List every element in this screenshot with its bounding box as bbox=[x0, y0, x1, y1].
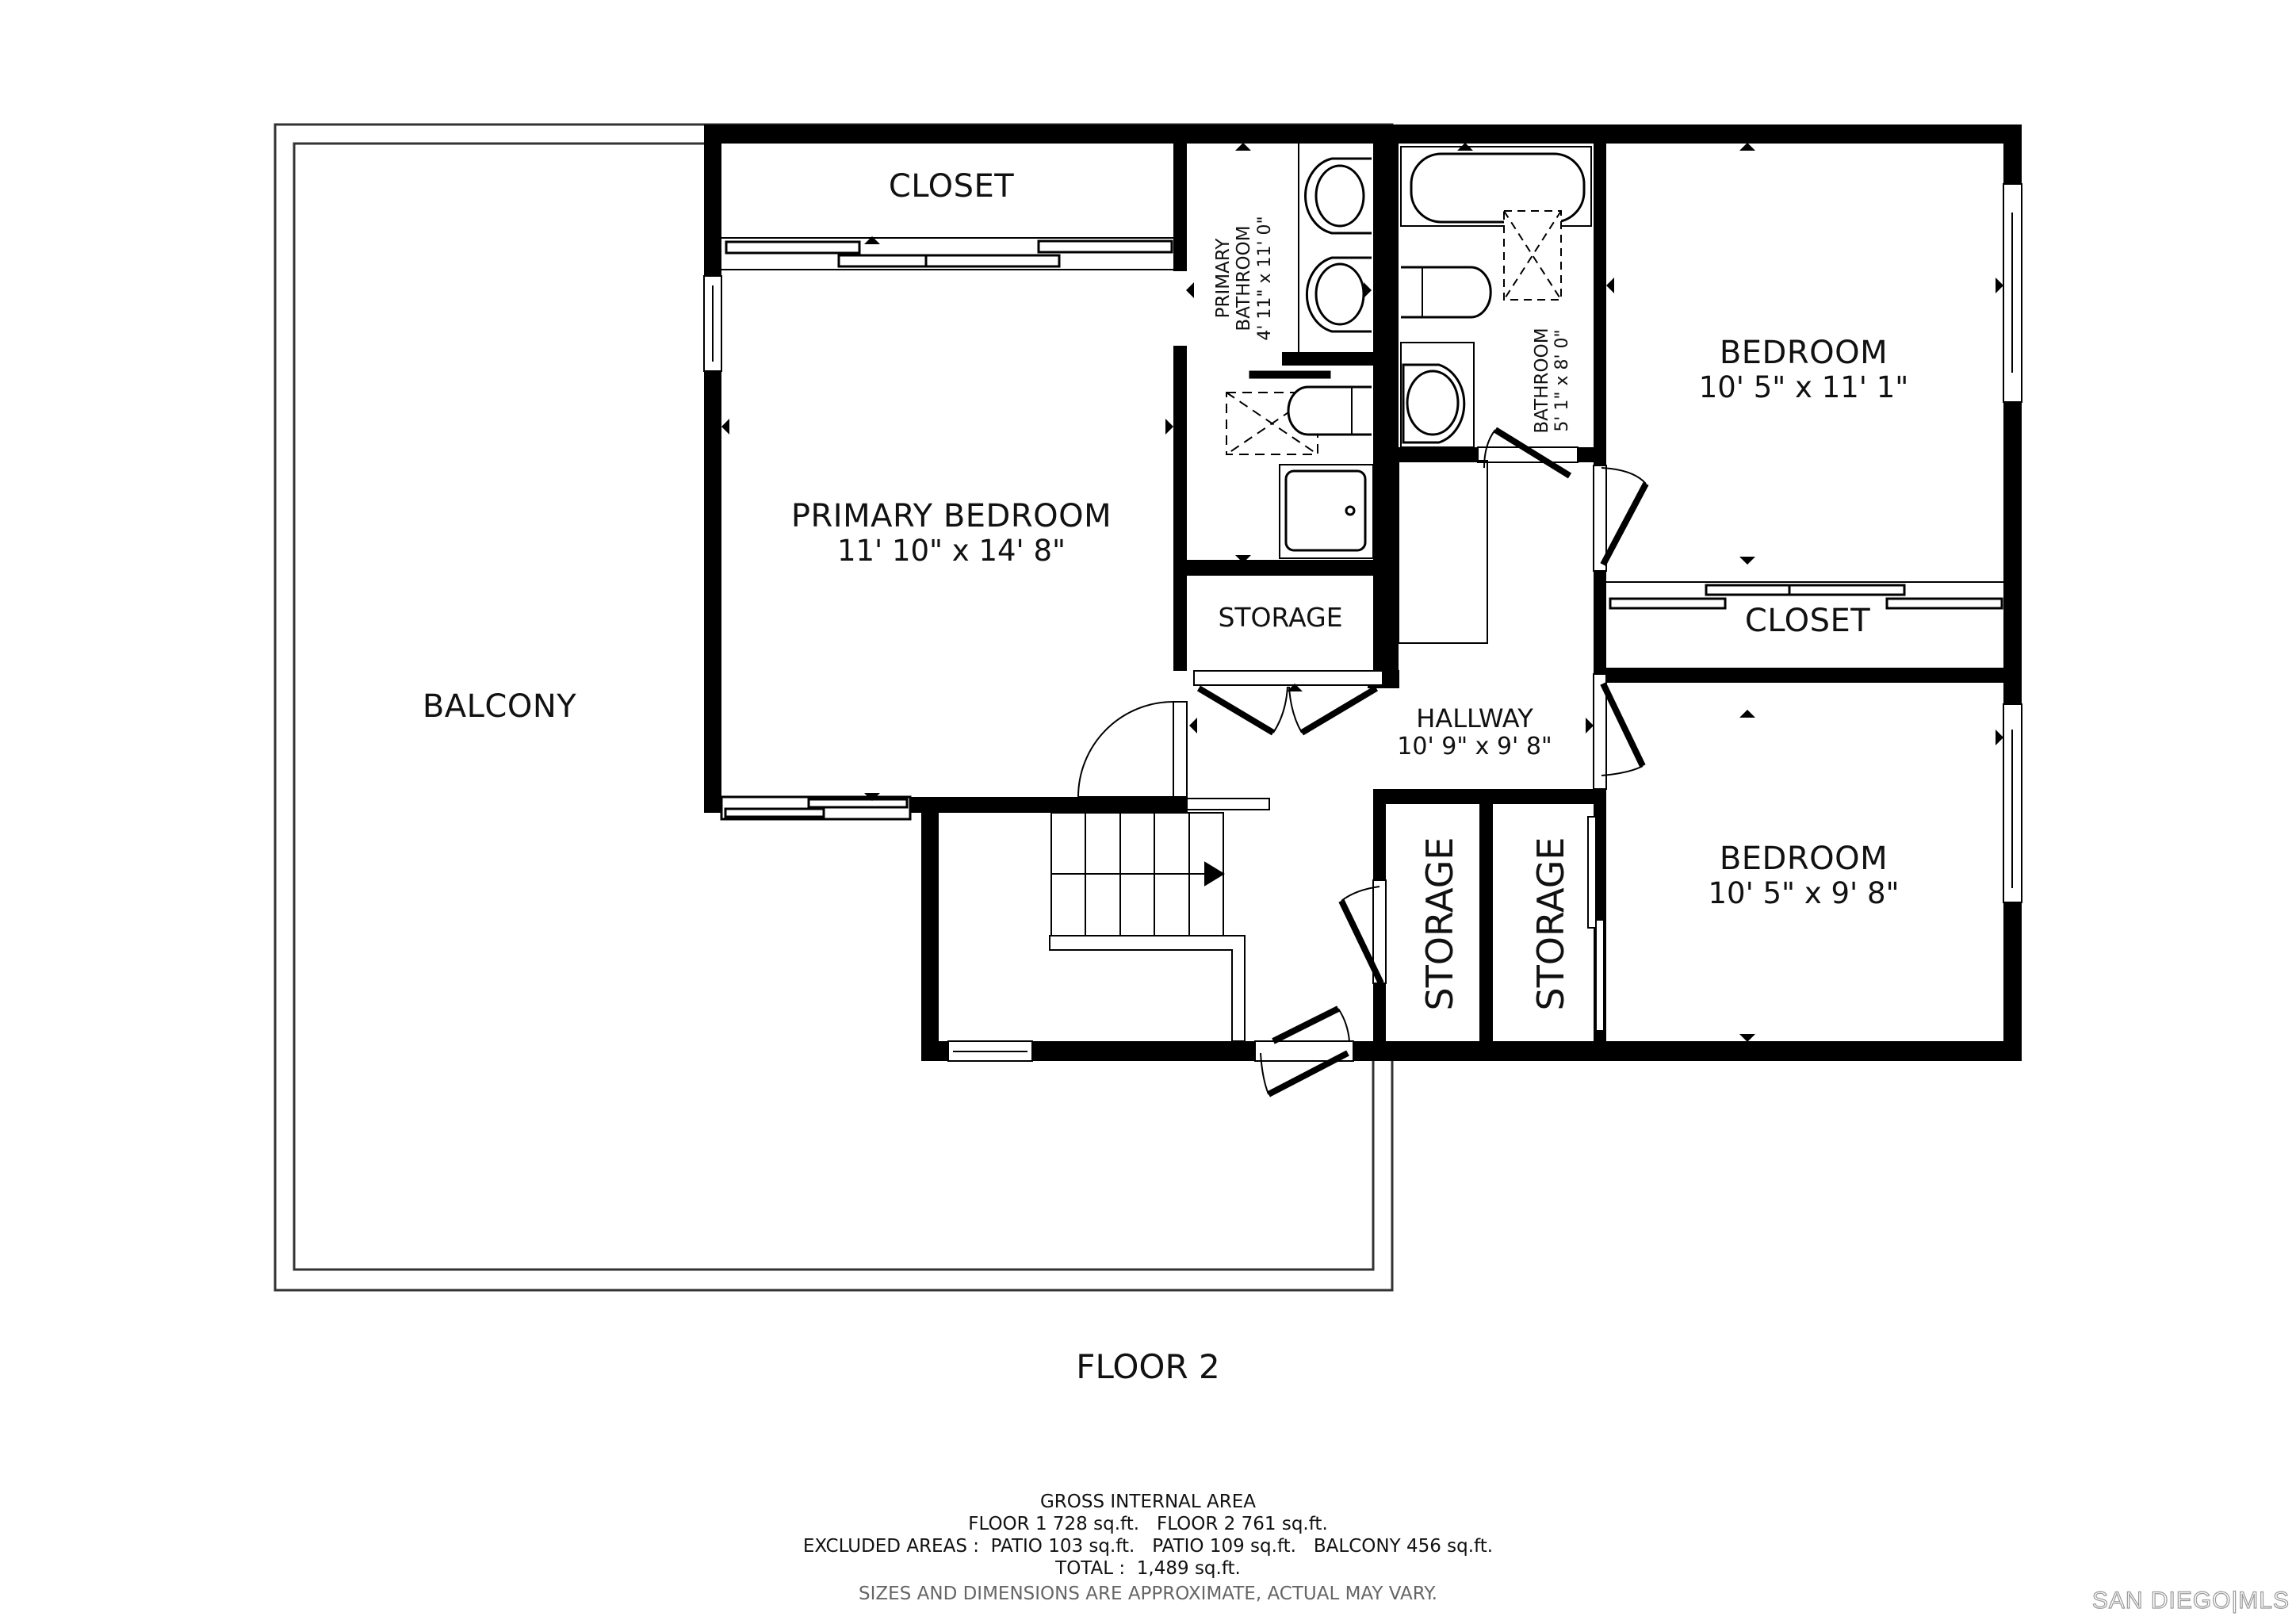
summary-excluded: EXCLUDED AREAS : PATIO 103 sq.ft. PATIO … bbox=[802, 1536, 1494, 1557]
doors bbox=[1077, 427, 1649, 1097]
staircase bbox=[1049, 798, 1270, 1042]
primary-bedroom-dimensions: 11' 10" x 14' 8" bbox=[836, 534, 1066, 568]
bedroom-1-dimensions: 10' 5" x 11' 1" bbox=[1698, 370, 1909, 404]
floor-title: FLOOR 2 bbox=[1076, 1347, 1220, 1386]
primary-bath-fixtures bbox=[1226, 144, 1374, 559]
room-label-balcony: BALCONY bbox=[422, 688, 577, 725]
windows bbox=[703, 183, 2022, 1062]
room-label-bedroom-2: BEDROOM 10' 5" x 9' 8" bbox=[1649, 841, 1958, 911]
bathroom-dimensions: 5' 1" x 8' 0" bbox=[1552, 329, 1573, 432]
room-label-bedroom-1: BEDROOM 10' 5" x 11' 1" bbox=[1649, 335, 1958, 405]
bedroom-2-dimensions: 10' 5" x 9' 8" bbox=[1708, 876, 1900, 910]
primary-bathroom-dimensions: 4' 11" x 11' 0" bbox=[1254, 216, 1275, 341]
area-summary: GROSS INTERNAL AREA FLOOR 1 728 sq.ft. F… bbox=[0, 1491, 2296, 1605]
hallway-dimensions: 10' 9" x 9' 8" bbox=[1397, 732, 1552, 760]
primary-bedroom-slider bbox=[720, 795, 912, 821]
summary-heading: GROSS INTERNAL AREA bbox=[1039, 1492, 1256, 1512]
room-label-storage-2: STORAGE bbox=[1529, 837, 1572, 1011]
room-label-bathroom: BATHROOM 5' 1" x 8' 0" bbox=[1532, 309, 1579, 452]
dimension-arrows bbox=[721, 143, 2003, 1042]
primary-bedroom-name: PRIMARY BEDROOM bbox=[790, 498, 1112, 534]
room-label-storage-1: STORAGE bbox=[1418, 837, 1461, 1011]
primary-closet-doors bbox=[721, 237, 1173, 270]
room-label-bedroom-closet: CLOSET bbox=[1744, 603, 1871, 639]
room-label-primary-bedroom: PRIMARY BEDROOM 11' 10" x 14' 8" bbox=[737, 498, 1165, 569]
primary-bathroom-name-2: BATHROOM bbox=[1234, 225, 1255, 331]
bedroom-2-name: BEDROOM bbox=[1719, 841, 1888, 877]
hallway-name: HALLWAY bbox=[1416, 703, 1533, 733]
room-label-hallway: HALLWAY 10' 9" x 9' 8" bbox=[1348, 704, 1601, 760]
bathroom-name: BATHROOM bbox=[1532, 327, 1552, 434]
room-label-primary-bathroom: PRIMARY BATHROOM 4' 11" x 11' 0" bbox=[1213, 183, 1284, 373]
summary-disclaimer: SIZES AND DIMENSIONS ARE APPROXIMATE, AC… bbox=[859, 1584, 1437, 1604]
mls-watermark: SAN DIEGO|MLS bbox=[2091, 1587, 2290, 1614]
room-label-primary-closet: CLOSET bbox=[888, 168, 1015, 205]
bathroom-fixtures bbox=[1398, 146, 1592, 644]
bedroom-closet-doors bbox=[1606, 581, 2003, 610]
room-label-storage-hall: STORAGE bbox=[1218, 602, 1343, 633]
summary-floors: FLOOR 1 728 sq.ft. FLOOR 2 761 sq.ft. bbox=[968, 1514, 1328, 1534]
bedroom-1-name: BEDROOM bbox=[1719, 335, 1888, 371]
primary-bathroom-name-1: PRIMARY bbox=[1213, 238, 1234, 319]
summary-total: TOTAL : 1,489 sq.ft. bbox=[1055, 1558, 1241, 1579]
